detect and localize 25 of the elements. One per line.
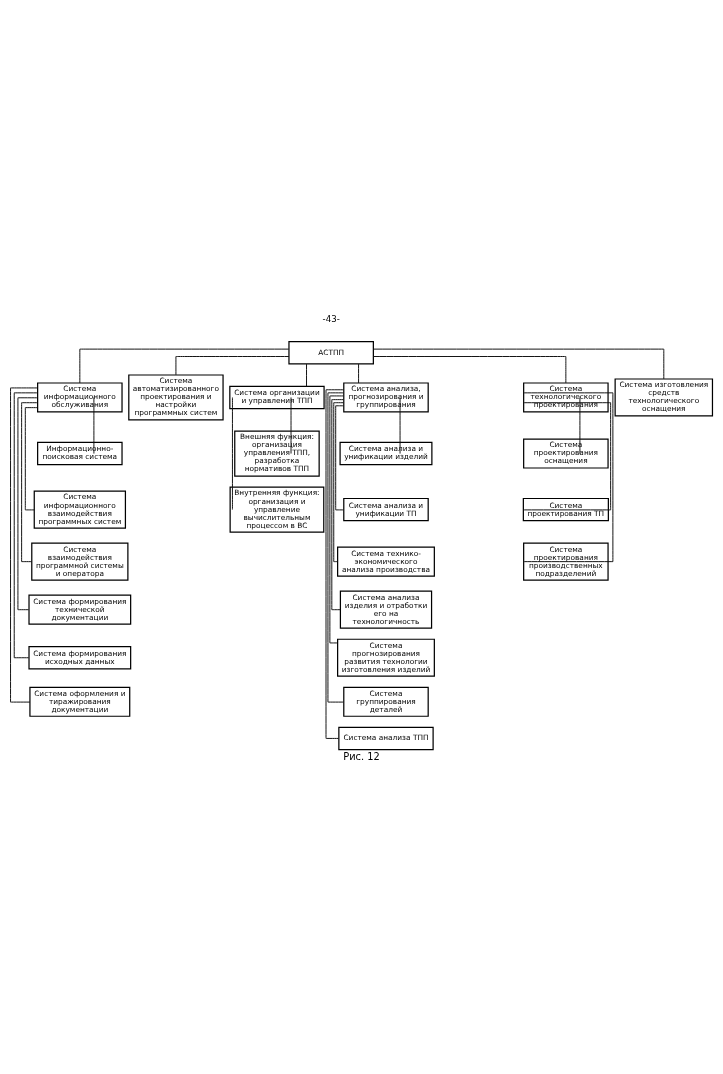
connector	[10, 387, 38, 703]
connector	[79, 348, 290, 384]
connector	[579, 397, 581, 455]
connector	[175, 356, 290, 376]
connector	[24, 407, 38, 511]
connector	[17, 397, 38, 611]
connector	[331, 399, 344, 611]
connector	[13, 392, 38, 659]
connector	[93, 397, 95, 455]
caption: Рис. 12	[343, 750, 380, 762]
connector	[372, 348, 665, 380]
connector	[522, 392, 614, 563]
connector	[329, 395, 344, 644]
connector	[333, 402, 344, 563]
connector	[335, 405, 344, 511]
connector	[306, 363, 307, 387]
connector	[290, 397, 292, 455]
connector	[358, 363, 360, 384]
connector	[522, 402, 612, 511]
connector	[21, 402, 38, 563]
connector	[327, 392, 344, 703]
connector	[231, 397, 233, 511]
connector	[399, 397, 401, 455]
label: -43-	[322, 313, 340, 324]
connector	[372, 356, 567, 384]
